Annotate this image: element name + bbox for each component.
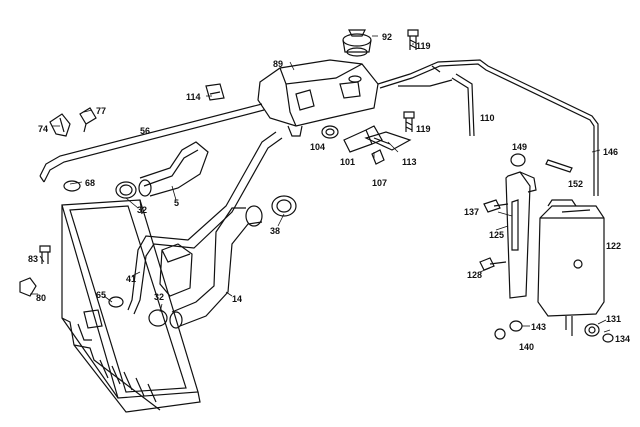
callout-110: 110	[480, 113, 495, 123]
callout-113: 113	[402, 157, 417, 167]
callout-41: 41	[126, 274, 137, 284]
callout-92: 92	[382, 32, 393, 42]
screw	[403, 111, 415, 132]
callout-68: 68	[85, 178, 96, 188]
clamp-38	[271, 195, 297, 217]
nut-143	[509, 320, 523, 332]
hose-56	[39, 103, 265, 183]
clamp	[49, 113, 71, 137]
grommet-149	[510, 153, 526, 167]
callout-152: 152	[568, 179, 584, 189]
callout-149: 149	[512, 142, 528, 152]
callout-32: 32	[154, 292, 165, 302]
clamp	[79, 107, 97, 133]
bolt-128	[479, 257, 507, 271]
bolt-137	[483, 199, 509, 213]
overflow-pipes	[377, 59, 599, 196]
callout-107: 107	[372, 178, 388, 188]
radiator	[61, 199, 201, 413]
pressure-cap	[342, 29, 372, 57]
strip-152	[545, 159, 573, 173]
callout-65: 65	[96, 290, 107, 300]
callout-128: 128	[467, 270, 483, 280]
callout-83: 83	[28, 254, 39, 264]
hose-14	[169, 205, 263, 329]
callout-89: 89	[273, 59, 284, 69]
sensor-101	[343, 125, 383, 153]
nut-131	[584, 323, 600, 337]
leader-lines	[30, 35, 611, 333]
clip-80	[19, 277, 37, 297]
bracket-113	[364, 131, 412, 151]
callout-119: 119	[416, 124, 431, 134]
hose-5	[138, 141, 209, 197]
callout-143: 143	[531, 322, 547, 332]
callout-77: 77	[96, 106, 107, 116]
bracket	[159, 243, 193, 297]
seal-104	[321, 125, 339, 139]
callout-114: 114	[186, 92, 201, 102]
callout-80: 80	[36, 293, 47, 303]
bracket-125	[505, 171, 531, 299]
clamp-65	[108, 296, 124, 308]
callout-14: 14	[232, 294, 243, 304]
clamp	[205, 83, 225, 101]
clamp-32	[148, 309, 168, 327]
clamp-68	[63, 180, 81, 192]
callout-104: 104	[310, 142, 326, 152]
callout-74: 74	[38, 124, 49, 134]
washer-134	[602, 333, 614, 343]
callout-5: 5	[174, 198, 180, 208]
callout-56: 56	[140, 126, 151, 136]
callout-32: 32	[137, 205, 148, 215]
callout-137: 137	[464, 207, 480, 217]
bolt-83	[39, 245, 51, 264]
clip-107	[371, 149, 385, 165]
washer-140	[494, 328, 506, 340]
reservoir-122	[537, 199, 605, 336]
expansion-tank	[257, 59, 379, 137]
callout-125: 125	[489, 230, 505, 240]
callout-134: 134	[615, 334, 631, 344]
callout-38: 38	[270, 226, 281, 236]
callout-122: 122	[606, 241, 622, 251]
callout-146: 146	[603, 147, 619, 157]
callout-119: 119	[416, 41, 431, 51]
screw	[407, 29, 419, 50]
callout-131: 131	[606, 314, 622, 324]
callout-101: 101	[340, 157, 356, 167]
callout-140: 140	[519, 342, 535, 352]
